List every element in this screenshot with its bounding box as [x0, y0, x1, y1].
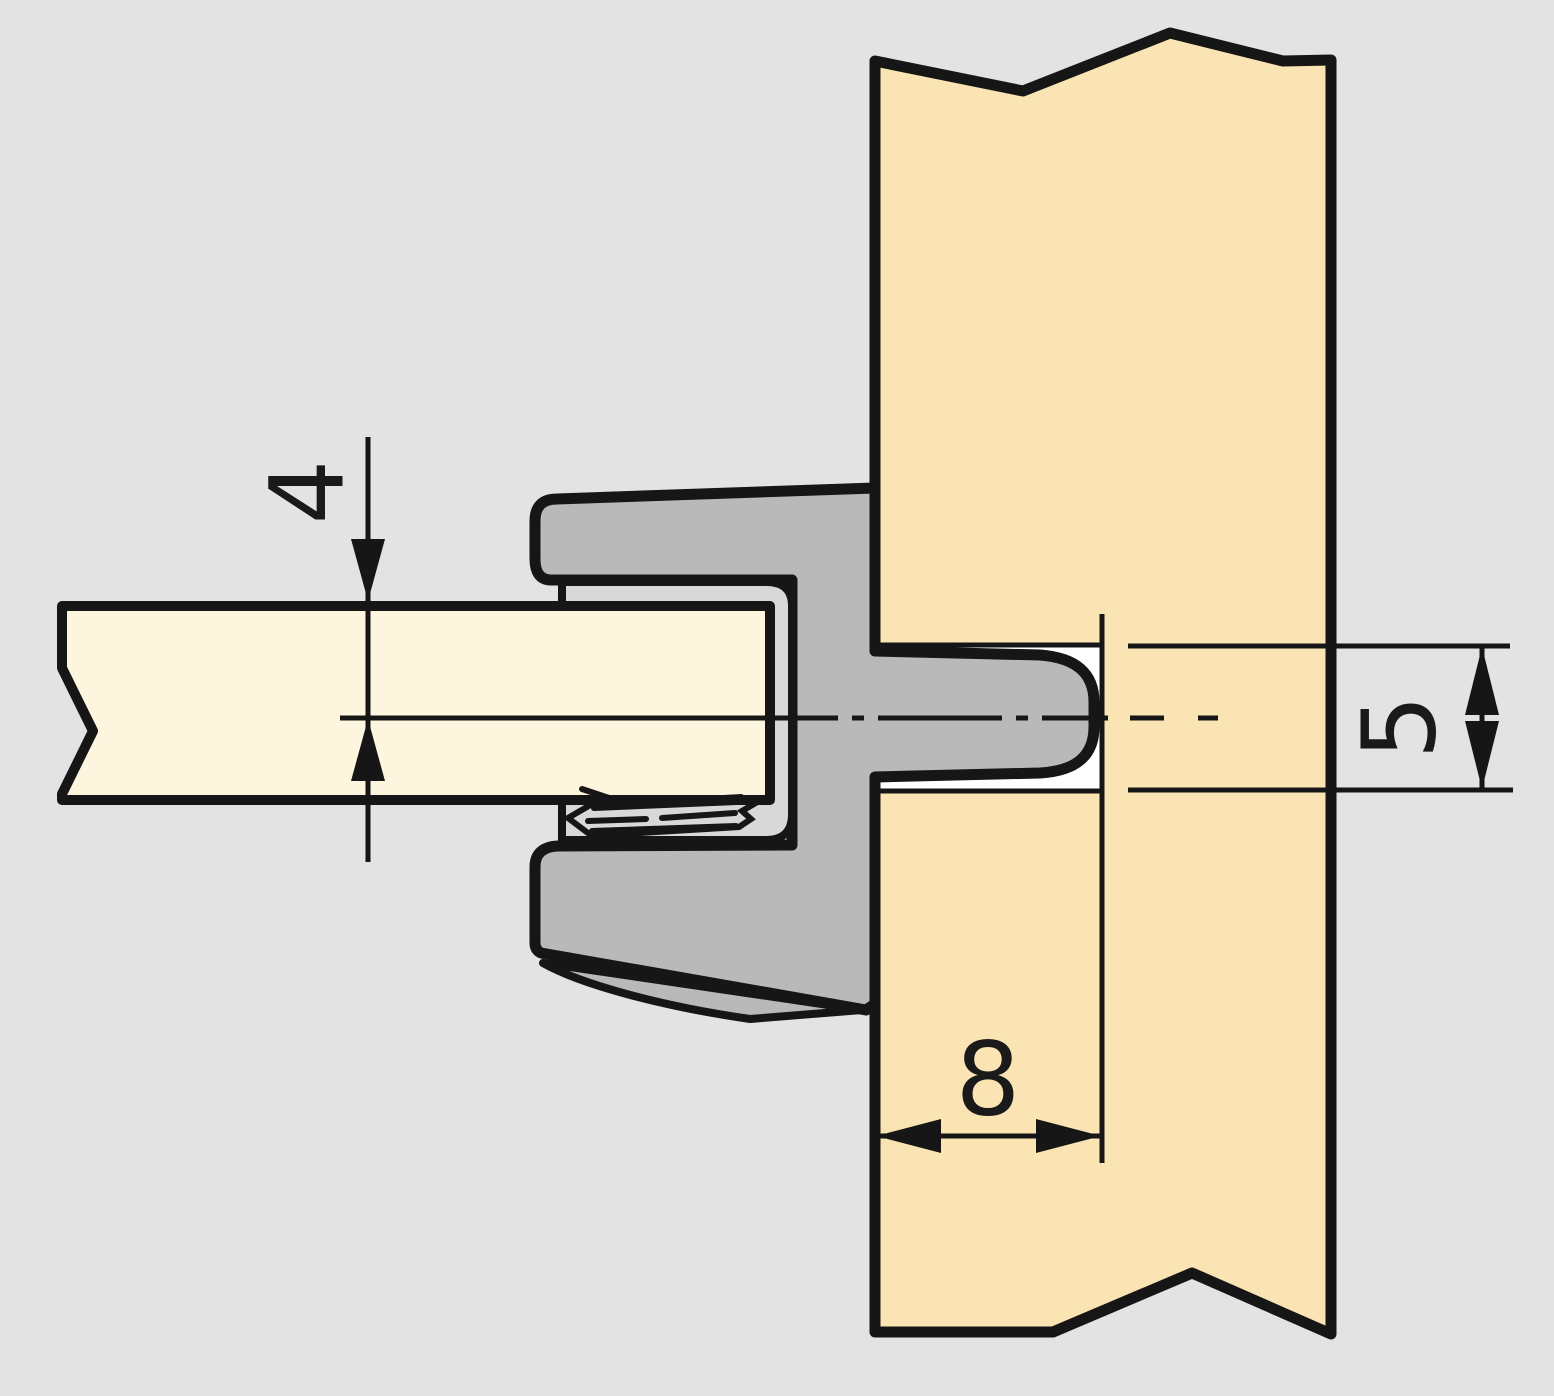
dimension-5-arrow-up	[1465, 647, 1499, 715]
screw-outline	[562, 793, 761, 840]
dimension-4-arrow-up	[351, 719, 385, 781]
dimension-4-label: 4	[249, 460, 368, 525]
clamp-screw	[562, 786, 761, 840]
dimension-5: 5	[1128, 643, 1513, 793]
dimension-4: 4	[249, 437, 385, 862]
dimension-8: 8	[875, 614, 1105, 1163]
dimension-8-arrow-right	[1036, 1119, 1101, 1153]
dimension-8-label: 8	[956, 1021, 1021, 1140]
glass-shelf	[57, 601, 775, 805]
dimension-5-label: 5	[1341, 695, 1460, 760]
dimension-8-arrow-left	[876, 1119, 941, 1153]
screw-thread-lines	[585, 799, 740, 834]
clamp-foot-chamfer	[539, 959, 866, 1023]
dimension-5-arrow-down	[1465, 721, 1499, 789]
screw-thread-crest	[579, 786, 621, 804]
dimension-4-arrow-down	[351, 539, 385, 601]
